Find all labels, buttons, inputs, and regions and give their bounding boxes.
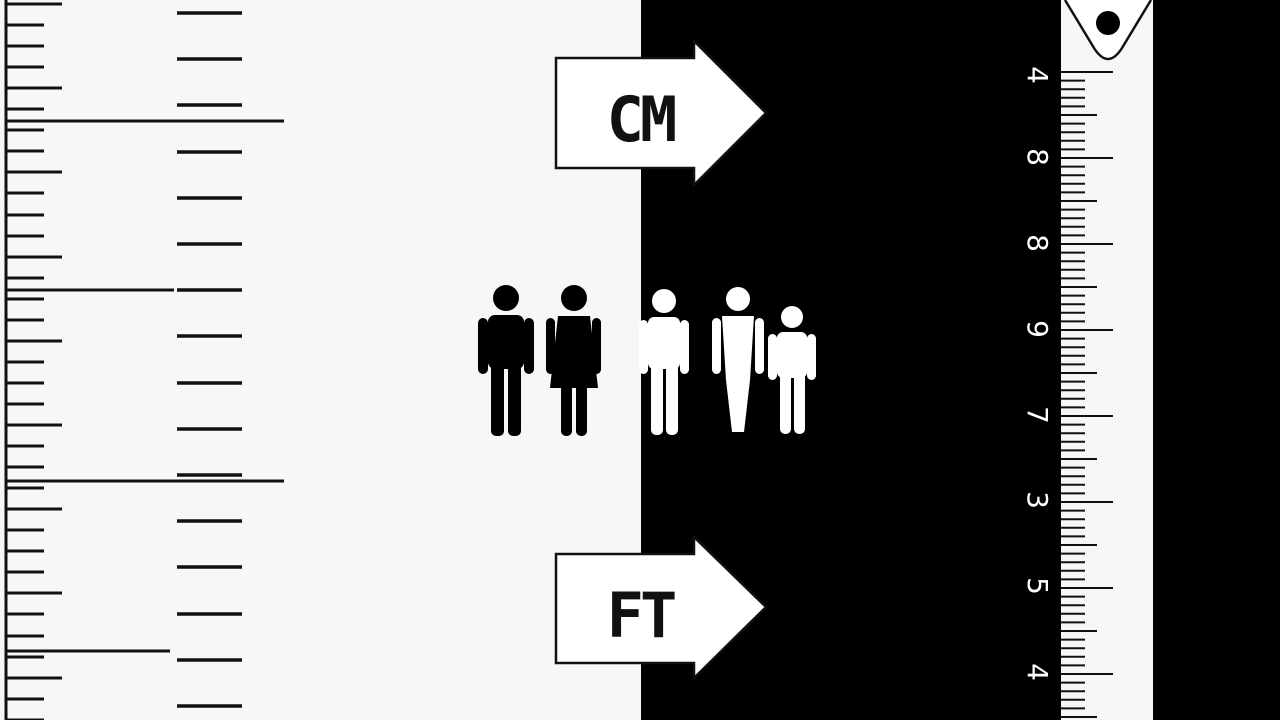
person-icon-white bbox=[712, 287, 764, 432]
tape-number: 8 bbox=[1021, 234, 1054, 252]
tape-number: 5 bbox=[1021, 577, 1054, 595]
tape-number: 8 bbox=[1021, 148, 1054, 166]
tape-numbers: 4 8 8 9 7 3 5 4 bbox=[1021, 66, 1054, 681]
cm-arrow-shape bbox=[554, 37, 768, 189]
tape-number: 4 bbox=[1021, 663, 1054, 681]
woman-icon bbox=[546, 285, 601, 436]
tape-ticks bbox=[1061, 71, 1113, 718]
tape-number: 4 bbox=[1021, 66, 1054, 84]
tape-hook-hole bbox=[1096, 11, 1120, 35]
ft-arrow-shape bbox=[554, 534, 768, 681]
child-icon-white bbox=[768, 306, 816, 434]
tape-hook bbox=[1063, 0, 1153, 61]
tape-number: 3 bbox=[1021, 491, 1054, 509]
man-icon-white bbox=[639, 289, 689, 435]
tape-strip bbox=[1061, 0, 1153, 720]
tape-number: 7 bbox=[1021, 406, 1054, 424]
left-ruler-ticks bbox=[6, 2, 284, 720]
tape-number: 9 bbox=[1021, 320, 1054, 338]
ft-arrow: FT bbox=[554, 534, 768, 681]
man-icon bbox=[478, 285, 534, 436]
cm-arrow-label: CM bbox=[607, 83, 675, 156]
middle-ruler-ticks bbox=[177, 11, 242, 708]
cm-arrow: CM bbox=[554, 37, 768, 189]
ft-arrow-label: FT bbox=[607, 579, 675, 652]
